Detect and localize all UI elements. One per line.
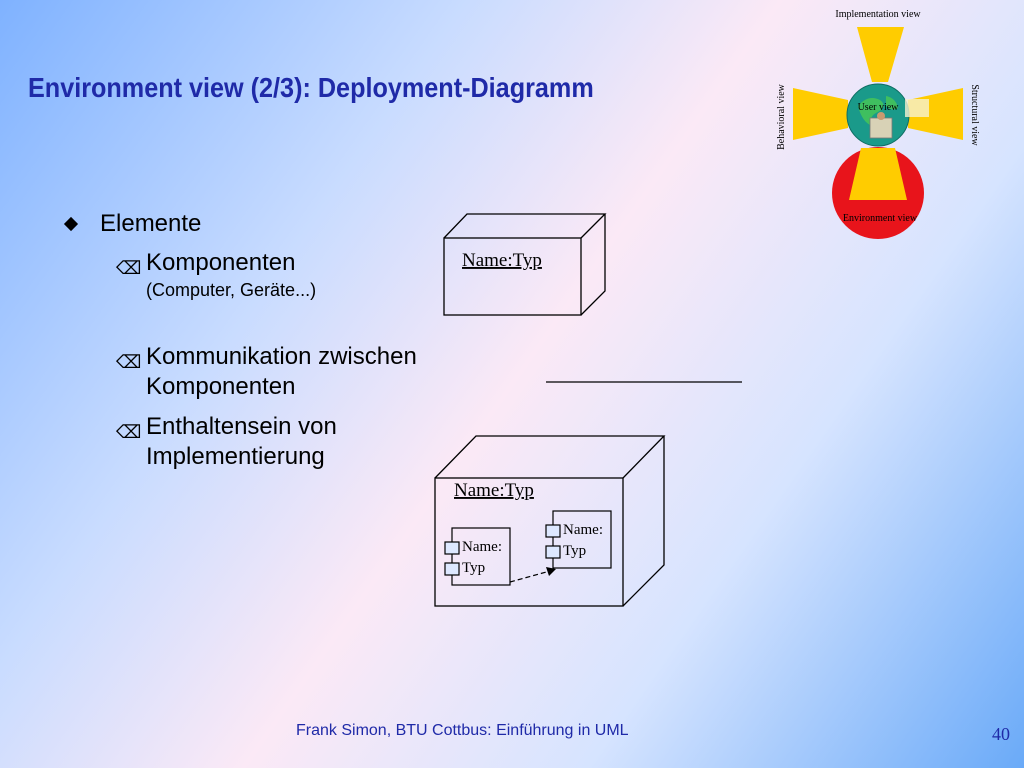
node1-top bbox=[443, 213, 607, 239]
erase-bullet-icon: ⌫ bbox=[116, 352, 142, 373]
dependency-arrow-line bbox=[509, 570, 551, 583]
bullet-kommunikation: ⌫ Kommunikation zwischen Komponenten bbox=[60, 342, 417, 402]
node2-label: Name:Typ bbox=[454, 480, 534, 501]
component2-line1: Name: bbox=[563, 522, 603, 538]
globe-land bbox=[858, 98, 884, 126]
behavioral-view-label: Behavioral view bbox=[776, 83, 787, 150]
uml-component-1 bbox=[444, 527, 511, 586]
bullet-elemente-text: Elemente bbox=[100, 210, 202, 237]
bullet-kommunikation-line2: Komponenten bbox=[146, 373, 296, 400]
component2-body bbox=[552, 510, 612, 569]
globe-land-2 bbox=[886, 96, 898, 110]
user-figure-icon bbox=[869, 117, 893, 139]
node2-side bbox=[622, 436, 665, 607]
uml-views-icon bbox=[793, 27, 963, 239]
bottom-arm bbox=[849, 148, 907, 200]
component1-port-bottom bbox=[444, 562, 460, 576]
screen-icon bbox=[905, 99, 929, 117]
uml-node-1 bbox=[443, 213, 607, 316]
node2-top bbox=[434, 435, 666, 479]
uml-component-2 bbox=[545, 510, 612, 569]
bullet-komponenten-sub: (Computer, Geräte...) bbox=[146, 280, 317, 300]
node1-front bbox=[443, 237, 582, 316]
component2-line2: Typ bbox=[563, 543, 586, 559]
page-number: 40 bbox=[992, 724, 1010, 744]
component1-line1: Name: bbox=[462, 539, 502, 555]
bullet-komponenten-text: Komponenten bbox=[146, 249, 296, 276]
bullet-kommunikation-line1: Kommunikation zwischen bbox=[146, 343, 417, 370]
environment-view-label: Environment view bbox=[843, 213, 918, 224]
bullet-enthaltensein-line1: Enthaltensein von bbox=[146, 413, 337, 440]
component2-port-top bbox=[545, 524, 561, 538]
erase-bullet-icon: ⌫ bbox=[116, 258, 142, 279]
implementation-view-label: Implementation view bbox=[835, 9, 921, 20]
bullet-enthaltensein: ⌫ Enthaltensein von Implementierung bbox=[60, 412, 417, 472]
bullet-list: Elemente ⌫ Komponenten (Computer, Geräte… bbox=[60, 210, 417, 472]
bullet-komponenten: ⌫ Komponenten (Computer, Geräte...) bbox=[60, 248, 417, 302]
uml-node-2 bbox=[434, 435, 666, 607]
user-view-label: User view bbox=[858, 102, 900, 113]
dependency-arrow-head bbox=[546, 567, 556, 576]
component1-line2: Typ bbox=[462, 560, 485, 576]
component1-port-top bbox=[444, 541, 460, 555]
top-arm bbox=[857, 27, 904, 82]
structural-view-label: Structural view bbox=[969, 84, 980, 146]
slide-title: Environment view (2/3): Deployment-Diagr… bbox=[28, 72, 594, 103]
component2-port-bottom bbox=[545, 545, 561, 559]
bullet-enthaltensein-line2: Implementierung bbox=[146, 443, 325, 470]
node1-label: Name:Typ bbox=[462, 250, 542, 271]
bullet-elemente: Elemente bbox=[60, 210, 417, 238]
node2-front bbox=[434, 477, 624, 607]
node1-side bbox=[580, 214, 606, 316]
erase-bullet-icon: ⌫ bbox=[116, 422, 142, 443]
user-head-icon bbox=[877, 112, 885, 120]
component1-body bbox=[451, 527, 511, 586]
footer-text: Frank Simon, BTU Cottbus: Einführung in … bbox=[296, 722, 629, 739]
left-arm bbox=[793, 88, 848, 140]
